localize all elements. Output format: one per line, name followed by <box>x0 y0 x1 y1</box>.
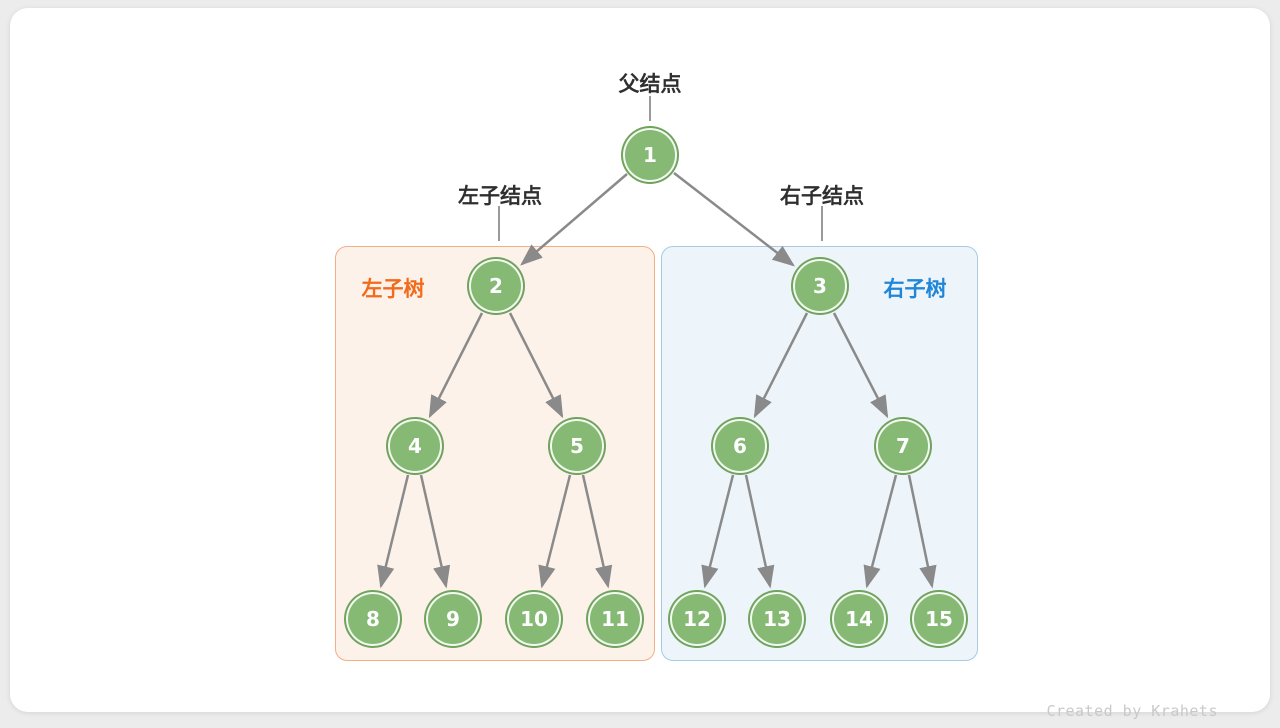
right-child-label: 右子结点 <box>780 185 864 208</box>
tree-node-8: 8 <box>346 592 400 646</box>
right-subtree-label: 右子树 <box>883 278 947 301</box>
tree-node-10: 10 <box>507 592 561 646</box>
tree-node-13: 13 <box>750 592 804 646</box>
tree-node-15: 15 <box>912 592 966 646</box>
tree-node-1: 1 <box>623 128 677 182</box>
left-child-label: 左子结点 <box>458 185 542 208</box>
tree-node-2: 2 <box>469 259 523 313</box>
tree-node-6: 6 <box>713 419 767 473</box>
tree-node-4: 4 <box>388 419 442 473</box>
watermark-credit: Created by Krahets <box>1046 702 1218 720</box>
tree-node-11: 11 <box>588 592 642 646</box>
tree-node-5: 5 <box>550 419 604 473</box>
tree-node-12: 12 <box>670 592 724 646</box>
left-subtree-label: 左子树 <box>361 278 425 301</box>
tree-node-9: 9 <box>426 592 480 646</box>
tree-node-7: 7 <box>876 419 930 473</box>
tree-node-3: 3 <box>793 259 847 313</box>
diagram-card: 父结点 左子结点 右子结点 左子树 右子树 1 2 3 4 5 6 7 8 9 … <box>10 8 1270 720</box>
parent-node-label: 父结点 <box>618 73 682 96</box>
tree-node-14: 14 <box>832 592 886 646</box>
